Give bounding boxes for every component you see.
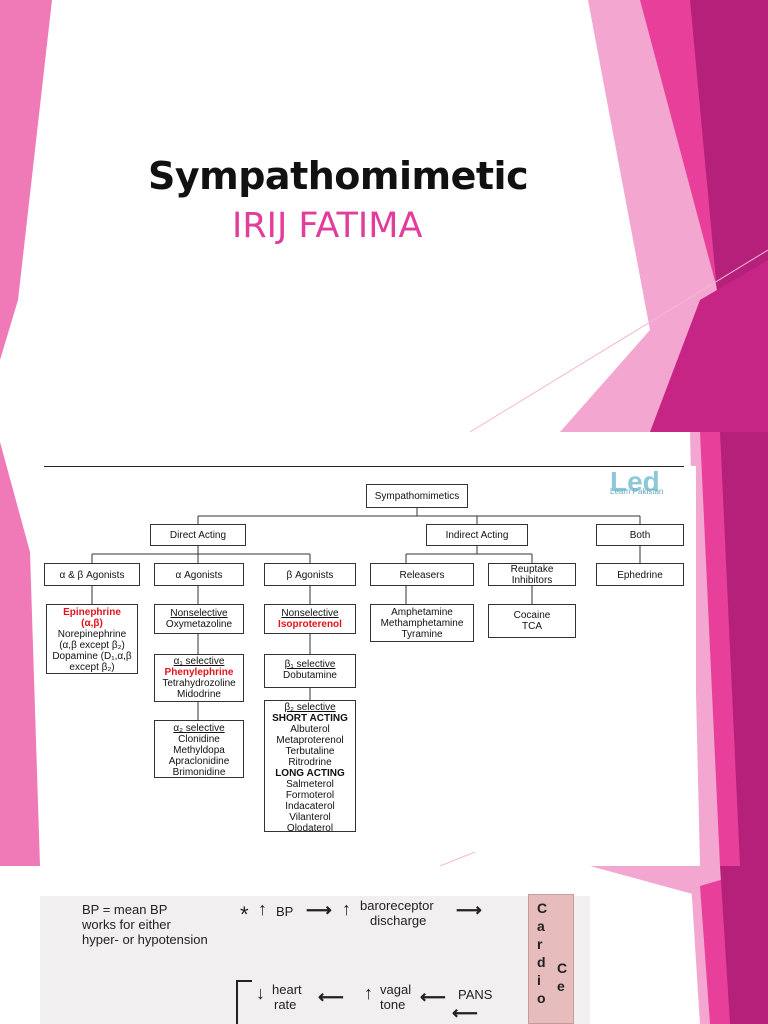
beta-agonists-node: β Agonists	[264, 563, 356, 586]
up-arrow-icon: ↑	[342, 899, 351, 919]
direct-acting-node: Direct Acting	[150, 524, 246, 546]
baroreceptor-reflex-figure: BP = mean BP works for either hyper- or …	[40, 894, 590, 1024]
right-arrow-icon: ⟶	[306, 900, 332, 920]
releasers-node: Releasers	[370, 563, 474, 586]
root-node: Sympathomimetics	[366, 484, 468, 508]
cardio-letter: o	[537, 990, 546, 1006]
bp-note-line3: hyper- or hypotension	[82, 932, 208, 947]
cardio-side-letter: C	[557, 960, 568, 976]
both-node: Both	[596, 524, 684, 546]
slide-decoration	[0, 432, 768, 866]
baroreceptor-line2: discharge	[370, 913, 427, 928]
title-slide: Sympathomimetic IRIJ FATIMA	[0, 0, 768, 432]
left-accent-band	[0, 0, 52, 360]
heart-rate-line2: rate	[274, 997, 297, 1012]
beta2-selective-box: β₂ selective SHORT ACTING Albuterol Meta…	[264, 700, 356, 834]
beta-nonselective-box: Nonselective Isoproterenol	[264, 604, 356, 634]
logo-subtext: Learn Pakistan	[610, 487, 664, 496]
bp-note-line1: BP = mean BP	[82, 902, 168, 917]
cardio-letter: i	[537, 972, 541, 988]
top-rule	[44, 466, 684, 467]
alpha1-selective-box: α₁ selective Phenylephrine Tetrahydrozol…	[154, 654, 244, 702]
right-lower-triangle	[650, 260, 768, 432]
bp-label: BP	[276, 904, 294, 919]
star-marker: *	[240, 902, 249, 927]
releasers-drugs-box: Amphetamine Methamphetamine Tyramine	[370, 604, 474, 642]
up-arrow-icon: ↑	[258, 899, 267, 919]
left-arrow-icon: ⟵	[452, 1003, 478, 1023]
cardio-letter: r	[537, 936, 543, 952]
right-dark-band	[720, 432, 768, 866]
heart-rate-line1: heart	[272, 982, 302, 997]
cardio-letter: d	[537, 954, 546, 970]
up-arrow-icon: ↑	[364, 983, 373, 1003]
bp-note-line2: works for either	[82, 917, 171, 932]
right-arrow-icon: ⟶	[456, 900, 482, 920]
alpha-beta-agonists-node: α & β Agonists	[44, 563, 140, 586]
slide-decoration	[0, 0, 768, 432]
pans-label: PANS	[458, 987, 493, 1002]
left-accent-band	[0, 442, 40, 866]
left-arrow-icon: ⟵	[318, 987, 344, 1007]
beta1-selective-box: β₁ selective Dobutamine	[264, 654, 356, 688]
baroreceptor-line1: baroreceptor	[360, 898, 434, 913]
alpha-nonselective-box: Nonselective Oxymetazoline	[154, 604, 244, 634]
cardio-box: C a r d i o C e	[528, 894, 574, 1024]
drug-classification-chart: Led Learn Pakistan	[44, 466, 696, 852]
logo: Led	[610, 466, 660, 497]
alpha2-selective-box: α₂ selective Clonidine Methyldopa Apracl…	[154, 720, 244, 778]
left-arrow-icon: ⟵	[420, 987, 446, 1007]
cardio-letter: a	[537, 918, 545, 934]
cardio-side-letter: e	[557, 978, 565, 994]
tree-connectors	[91, 508, 641, 720]
slide-subtitle: IRIJ FATIMA	[232, 206, 423, 246]
slide-decoration	[590, 866, 768, 1024]
alpha-agonists-node: α Agonists	[154, 563, 244, 586]
down-arrow-icon: ↓	[256, 983, 265, 1003]
alpha-beta-drugs-box: Epinephrine (α,β) Norepinephrine (α,β ex…	[46, 604, 138, 674]
loop-bracket	[236, 980, 252, 1024]
ephedrine-node: Ephedrine	[596, 563, 684, 586]
vagal-tone-line2: tone	[380, 997, 406, 1012]
cardio-letter: C	[537, 900, 548, 916]
chart-slide: Led Learn Pakistan	[0, 432, 768, 866]
decor-line	[469, 249, 768, 432]
reuptake-drugs-box: Cocaine TCA	[488, 604, 576, 638]
slide-title: Sympathomimetic	[148, 154, 529, 198]
indirect-acting-node: Indirect Acting	[426, 524, 528, 546]
reflex-slide: BP = mean BP works for either hyper- or …	[0, 866, 768, 1024]
vagal-tone-line1: vagal	[380, 982, 412, 997]
